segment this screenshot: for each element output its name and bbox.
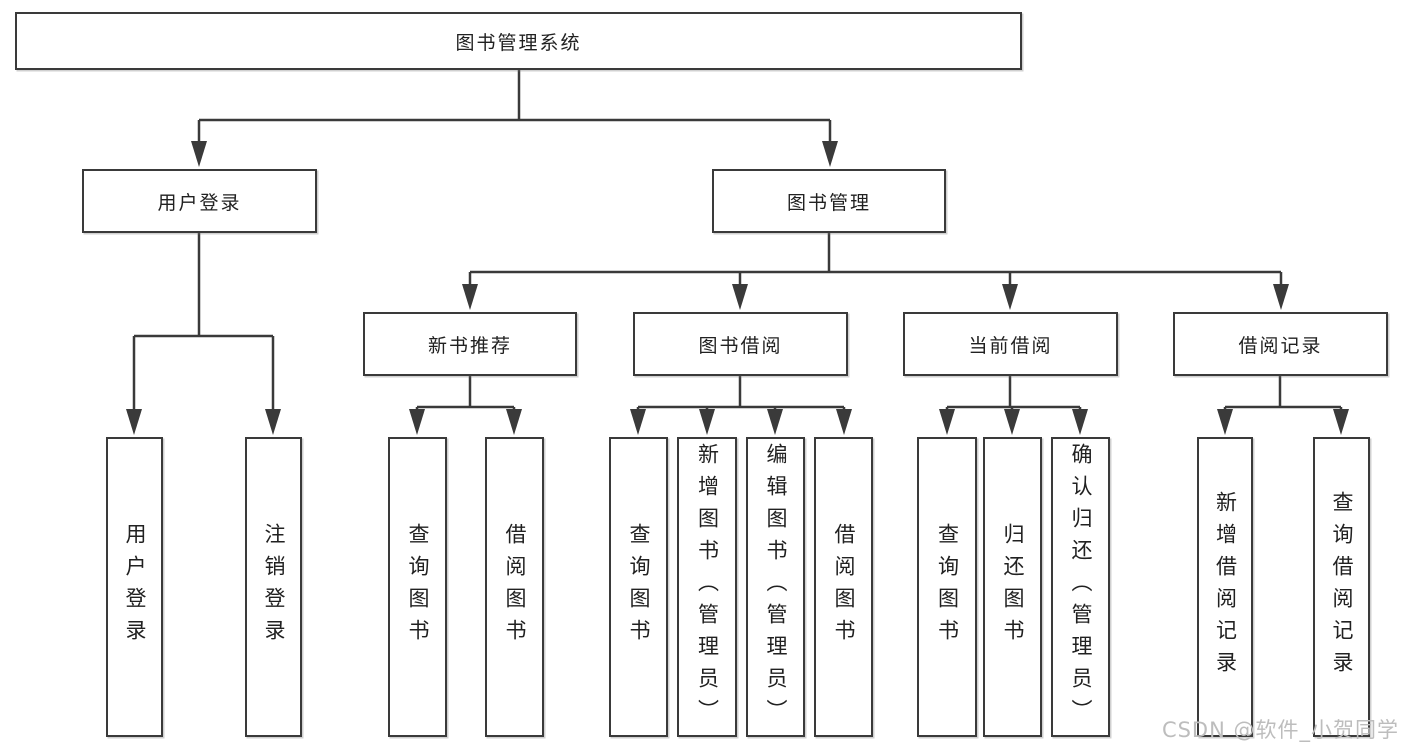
leaf-borrow-books-recommend: 借阅图书 bbox=[485, 437, 544, 737]
leaf-query-books-recommend: 查询图书 bbox=[388, 437, 447, 737]
leaf-query-borrow-record-label: 查询借阅记录 bbox=[1330, 491, 1354, 683]
leaf-add-borrow-record: 新增借阅记录 bbox=[1197, 437, 1253, 737]
leaf-borrow-books: 借阅图书 bbox=[814, 437, 873, 737]
leaf-logout-login-label: 注销登录 bbox=[262, 523, 286, 651]
node-book-management-label: 图书管理 bbox=[786, 191, 871, 214]
node-book-borrow-label: 图书借阅 bbox=[698, 334, 783, 357]
node-new-book-recommend-label: 新书推荐 bbox=[427, 334, 512, 357]
leaf-borrow-books-label: 借阅图书 bbox=[832, 523, 856, 651]
node-borrow-records-label: 借阅记录 bbox=[1238, 334, 1323, 357]
leaf-return-books-label: 归还图书 bbox=[1001, 523, 1025, 651]
node-borrow-records: 借阅记录 bbox=[1173, 312, 1388, 376]
leaf-edit-books-admin-label: 编辑图书（管理员） bbox=[764, 443, 788, 731]
node-root-label: 图书管理系统 bbox=[455, 31, 582, 54]
node-book-borrow: 图书借阅 bbox=[633, 312, 848, 376]
leaf-query-books-borrow-label: 查询图书 bbox=[627, 523, 651, 651]
leaf-borrow-books-recommend-label: 借阅图书 bbox=[503, 523, 527, 651]
leaf-query-books-borrow: 查询图书 bbox=[609, 437, 668, 737]
leaf-query-books-recommend-label: 查询图书 bbox=[406, 523, 430, 651]
node-user-login-label: 用户登录 bbox=[157, 191, 242, 214]
node-root: 图书管理系统 bbox=[15, 12, 1022, 70]
node-user-login: 用户登录 bbox=[82, 169, 317, 233]
leaf-query-books-current: 查询图书 bbox=[917, 437, 977, 737]
node-current-borrow: 当前借阅 bbox=[903, 312, 1118, 376]
leaf-confirm-return-admin: 确认归还（管理员） bbox=[1051, 437, 1110, 737]
leaf-user-login: 用户登录 bbox=[106, 437, 163, 737]
arrowheads bbox=[126, 141, 1349, 435]
leaf-add-books-admin: 新增图书（管理员） bbox=[677, 437, 737, 737]
leaf-add-books-admin-label: 新增图书（管理员） bbox=[695, 443, 720, 731]
leaf-query-borrow-record: 查询借阅记录 bbox=[1313, 437, 1370, 737]
leaf-logout-login: 注销登录 bbox=[245, 437, 302, 737]
leaf-query-books-current-label: 查询图书 bbox=[935, 523, 960, 651]
node-current-borrow-label: 当前借阅 bbox=[968, 334, 1053, 357]
node-new-book-recommend: 新书推荐 bbox=[363, 312, 577, 376]
leaf-user-login-label: 用户登录 bbox=[123, 523, 147, 651]
node-book-management: 图书管理 bbox=[712, 169, 946, 233]
leaf-add-borrow-record-label: 新增借阅记录 bbox=[1213, 491, 1238, 683]
leaf-confirm-return-admin-label: 确认归还（管理员） bbox=[1069, 443, 1093, 731]
csdn-watermark: CSDN @软件_小贺同学 bbox=[1161, 718, 1399, 742]
leaf-return-books: 归还图书 bbox=[983, 437, 1042, 737]
leaf-edit-books-admin: 编辑图书（管理员） bbox=[746, 437, 805, 737]
